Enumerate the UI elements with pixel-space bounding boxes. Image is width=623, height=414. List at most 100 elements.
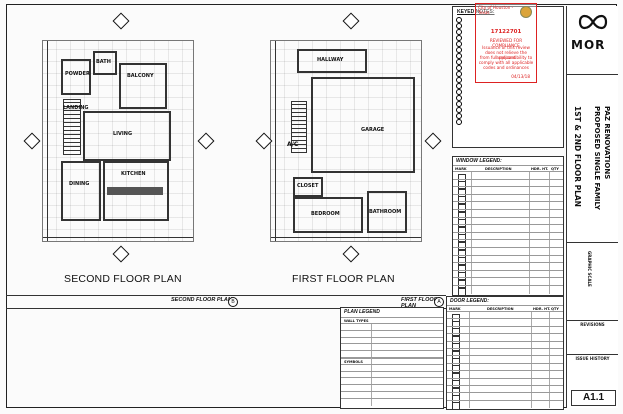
first-floor-strip-label: FIRST FLOOR PLAN: [401, 297, 438, 309]
living-room: [83, 111, 171, 161]
column-divider: [529, 210, 530, 218]
legend-symbol-icon: [458, 181, 466, 190]
legend-row: [341, 323, 443, 331]
column-divider: [549, 194, 550, 203]
legend-row: [453, 231, 563, 243]
col-header: QTY: [551, 167, 559, 171]
legend-row: [453, 285, 563, 296]
column-divider: [549, 202, 550, 210]
legend-row: [341, 329, 443, 338]
column-divider: [529, 225, 530, 233]
column-divider: [529, 240, 530, 248]
column-divider: [549, 270, 550, 279]
project-line-2: PROPOSED SINGLE FAMILY: [593, 106, 601, 210]
column-divider: [531, 326, 532, 335]
dimension-line: [271, 237, 421, 238]
bath-room: [93, 51, 117, 75]
revisions-label: REVISIONS: [580, 322, 605, 327]
column-divider: [531, 363, 532, 372]
column-divider: [469, 386, 470, 394]
legend-symbol-icon: [458, 211, 466, 220]
legend-row: [341, 397, 443, 406]
keyed-notes-panel: KEYED NOTES:: [452, 6, 564, 148]
legend-row: [453, 262, 563, 273]
second-floor-strip-label: SECOND FLOOR PLAN: [171, 297, 232, 303]
column-divider: [549, 363, 550, 372]
column-divider: [471, 255, 472, 264]
legend-symbol-icon: [458, 173, 466, 182]
dining-label: DINING: [69, 181, 90, 187]
legend-row: [341, 377, 443, 386]
stamp-reviewed-label: REVIEWED FOR COMPLIANCE: [489, 38, 523, 48]
column-divider: [549, 334, 550, 342]
column-divider: [471, 270, 472, 279]
column-divider: [549, 326, 550, 335]
column-divider: [549, 217, 550, 226]
column-divider: [549, 349, 550, 357]
legend-symbol-icon: [458, 226, 466, 235]
column-divider: [471, 202, 472, 210]
column-divider: [471, 179, 472, 188]
first-floor-plan-title: FIRST FLOOR PLAN: [292, 273, 395, 285]
bath-label: BATH: [96, 59, 111, 65]
column-divider: [549, 248, 550, 256]
window-legend: WINDOW LEGEND: MARK DESCRIPTION HDR. HT.…: [452, 156, 564, 296]
column-divider: [371, 344, 372, 352]
garage-label: GARAGE: [361, 127, 385, 133]
column-divider: [549, 341, 550, 349]
column-divider: [529, 278, 530, 286]
col-header: MARK: [449, 307, 461, 311]
legend-row: [341, 384, 443, 392]
column-divider: [531, 400, 532, 409]
column-divider: [531, 341, 532, 349]
stamp-line: codes and ordinances: [483, 65, 529, 70]
column-divider: [371, 385, 372, 392]
column-divider: [371, 392, 372, 399]
legend-row: [453, 178, 563, 190]
column-divider: [529, 270, 530, 279]
column-divider: [531, 349, 532, 357]
kitchen-room: [103, 161, 169, 221]
column-divider: [469, 341, 470, 349]
column-divider: [469, 371, 470, 379]
legend-row: [453, 277, 563, 288]
stairs: [291, 101, 307, 153]
legend-row: [453, 171, 563, 182]
divider: [567, 242, 618, 243]
landing-label: LANDING: [63, 105, 89, 111]
title-block: MOR PAZ RENOVATIONS PROPOSED SINGLE FAMI…: [566, 6, 618, 408]
powder-room: [61, 59, 91, 95]
column-divider: [471, 217, 472, 226]
stamp-date: 04/13/18: [511, 74, 530, 79]
divider: [567, 74, 618, 75]
column-divider: [549, 210, 550, 218]
column-divider: [531, 312, 532, 320]
column-divider: [531, 356, 532, 364]
wall-types-header: WALL TYPES: [341, 317, 443, 324]
stamp-line: from full responsibility to: [479, 55, 533, 60]
stamp-line: does not relieve the applicant: [485, 50, 527, 60]
ac-label: A/C: [287, 141, 299, 148]
column-divider: [531, 371, 532, 379]
column-divider: [471, 240, 472, 248]
wall-types-label: WALL TYPES: [344, 319, 369, 323]
column-divider: [529, 179, 530, 188]
column-divider: [469, 312, 470, 320]
second-floor-plan: POWDER BATH BALCONY LANDING LIVING DININ…: [42, 40, 194, 242]
col-header: HDR. HT.: [533, 307, 551, 311]
plan-legend-title: PLAN LEGEND: [344, 309, 380, 315]
column-divider: [471, 248, 472, 256]
column-divider: [371, 351, 372, 358]
second-floor-strip-marker: B: [228, 297, 238, 307]
column-divider: [469, 400, 470, 409]
garage-room: [311, 77, 415, 173]
column-divider: [549, 393, 550, 401]
legend-symbol-icon: [458, 234, 466, 243]
infinity-logo-icon: [578, 14, 608, 30]
column-divider: [549, 319, 550, 327]
column-divider: [531, 378, 532, 386]
legend-symbol-icon: [458, 203, 466, 212]
door-legend-title: DOOR LEGEND:: [450, 298, 489, 304]
column-divider: [371, 364, 372, 372]
